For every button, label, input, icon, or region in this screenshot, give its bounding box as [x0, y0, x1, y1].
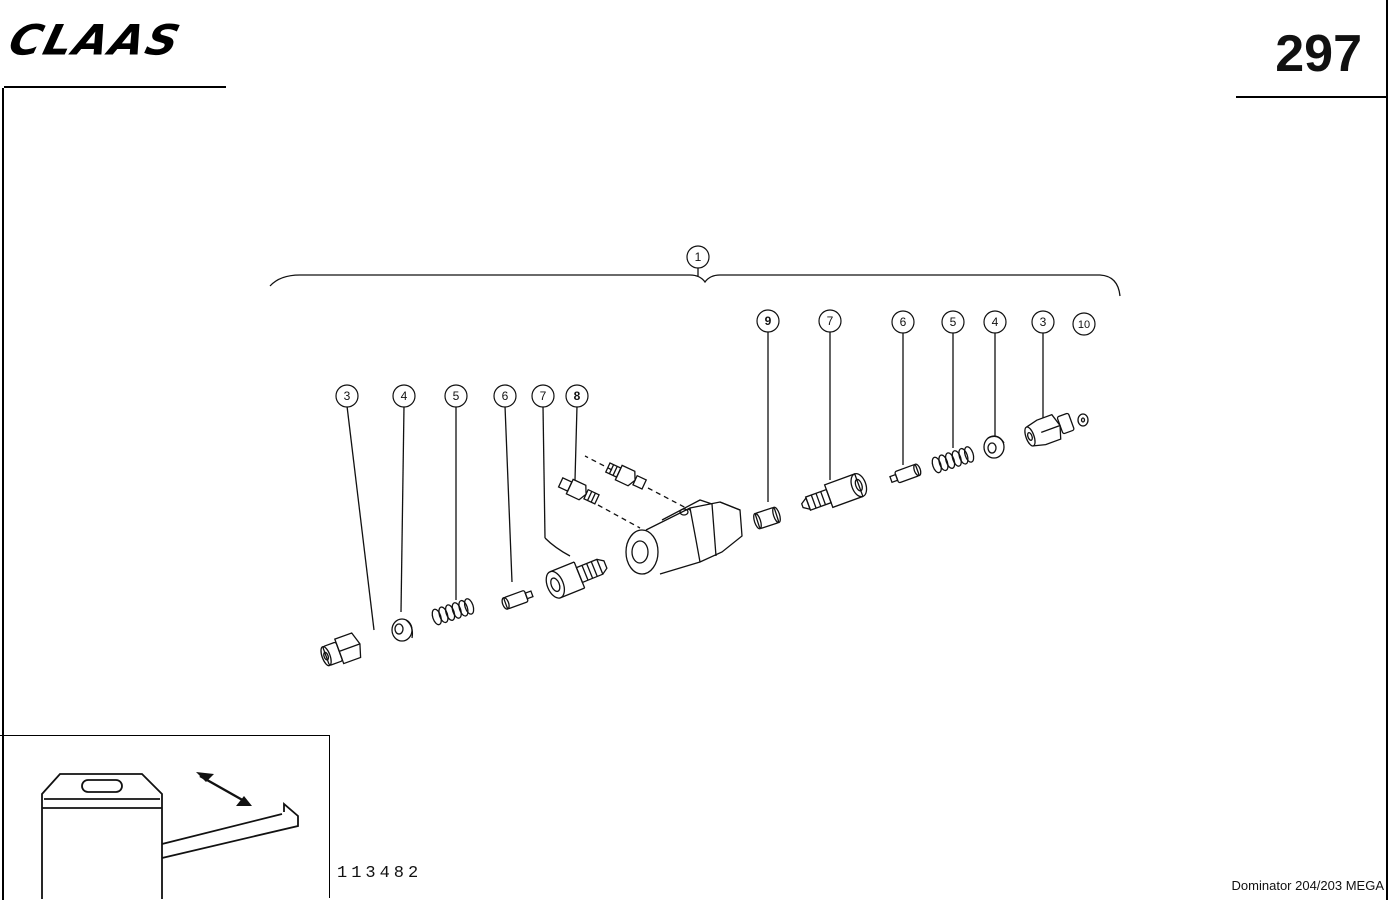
part-spring-left [431, 598, 475, 626]
callout-circle-right-1 [756, 309, 780, 333]
callout-circle-right-2 [818, 309, 842, 333]
callout-circle-right-4 [941, 310, 965, 334]
callout-circle-left-2 [392, 384, 416, 408]
logo-underline [4, 86, 226, 88]
left-border-line [2, 88, 4, 900]
callout-label-right-4: 5 [950, 315, 957, 329]
assembly-bracket [269, 274, 1121, 297]
callout-label-right-1: 9 [765, 314, 772, 328]
callout-circle-left-4 [493, 384, 517, 408]
part-hex-nipple-right [1024, 412, 1075, 447]
callout-label-assembly: 1 [695, 250, 702, 264]
location-sketch [41, 772, 299, 899]
callout-label-left-1: 3 [344, 389, 351, 403]
part-valve-left [545, 558, 608, 599]
callout-circle-left-3 [444, 384, 468, 408]
part-washer-left [391, 618, 414, 642]
callout-label-right-3: 6 [900, 315, 907, 329]
callout-label-right-2: 7 [827, 314, 834, 328]
part-washer-right [983, 435, 1005, 459]
callout-circle-right-7 [1072, 312, 1096, 336]
callout-circle-left-1 [335, 384, 359, 408]
callout-circle-right-6 [1031, 310, 1055, 334]
part-hex-nipple-left [320, 632, 362, 667]
part-valve-right [800, 472, 868, 512]
part-bushing [753, 506, 781, 530]
part-central-housing [625, 499, 743, 575]
page-number: 297 [1275, 25, 1362, 83]
part-seal-ring [1077, 413, 1089, 427]
callout-label-right-5: 4 [992, 315, 999, 329]
location-inset [0, 735, 330, 899]
callout-circle-right-5 [983, 310, 1007, 334]
part-pin-right [889, 463, 922, 484]
right-border-line [1386, 0, 1388, 900]
page-number-underline [1236, 96, 1388, 98]
callout-label-left-3: 5 [453, 389, 460, 403]
callout-label-right-7: 10 [1078, 319, 1090, 331]
callout-label-left-6: 8 [574, 389, 581, 403]
part-fitting-lower [557, 476, 600, 505]
part-fitting-upper [604, 462, 648, 490]
callout-circle-right-3 [891, 310, 915, 334]
callout-circle-left-6 [565, 384, 589, 408]
callout-label-left-5: 7 [540, 389, 547, 403]
callout-label-left-2: 4 [401, 389, 408, 403]
part-spring-right [931, 446, 975, 474]
callout-label-right-6: 3 [1040, 315, 1047, 329]
callout-circle-left-5 [531, 384, 555, 408]
drawing-number: 113482 [337, 864, 423, 883]
part-pin-left [501, 590, 534, 610]
callout-label-left-4: 6 [502, 389, 509, 403]
model-label: Dominator 204/203 MEGA [1231, 878, 1384, 893]
callout-circle-assembly [686, 245, 710, 269]
